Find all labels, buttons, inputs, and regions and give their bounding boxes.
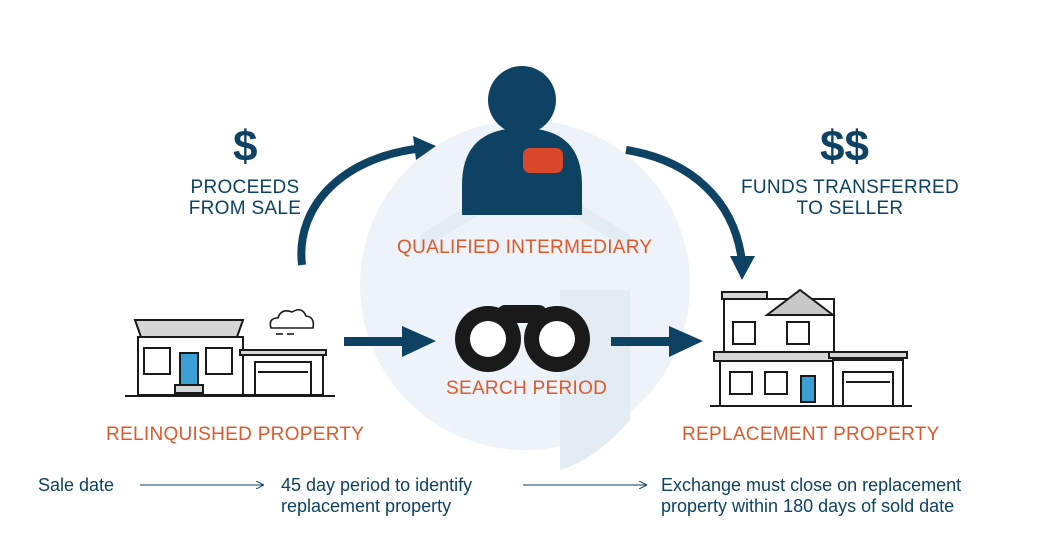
timeline-step-2: 45 day period to identify replacement pr… — [281, 475, 473, 516]
timeline-step-3: Exchange must close on replacement prope… — [661, 475, 962, 516]
proceeds-symbol: $ — [233, 122, 258, 171]
funds-symbol: $$ — [820, 122, 869, 171]
arrow-icon — [297, 144, 426, 266]
house-icon — [125, 319, 335, 397]
relinquished-label: RELINQUISHED PROPERTY — [106, 424, 365, 445]
binoculars-icon — [455, 305, 590, 372]
search-period-label: SEARCH PERIOD — [446, 378, 608, 399]
proceeds-label: PROCEEDS FROM SALE — [188, 177, 302, 219]
intermediary-label: QUALIFIED INTERMEDIARY — [397, 237, 653, 258]
funds-label: FUNDS TRANSFERRED TO SELLER — [741, 177, 959, 219]
badge-icon — [523, 148, 563, 173]
timeline-step-1: Sale date — [38, 475, 115, 495]
replacement-label: REPLACEMENT PROPERTY — [682, 424, 940, 445]
person-icon — [462, 66, 582, 215]
house-icon — [710, 288, 912, 407]
cloud-icon — [269, 308, 315, 335]
arrow-icon — [625, 146, 746, 263]
